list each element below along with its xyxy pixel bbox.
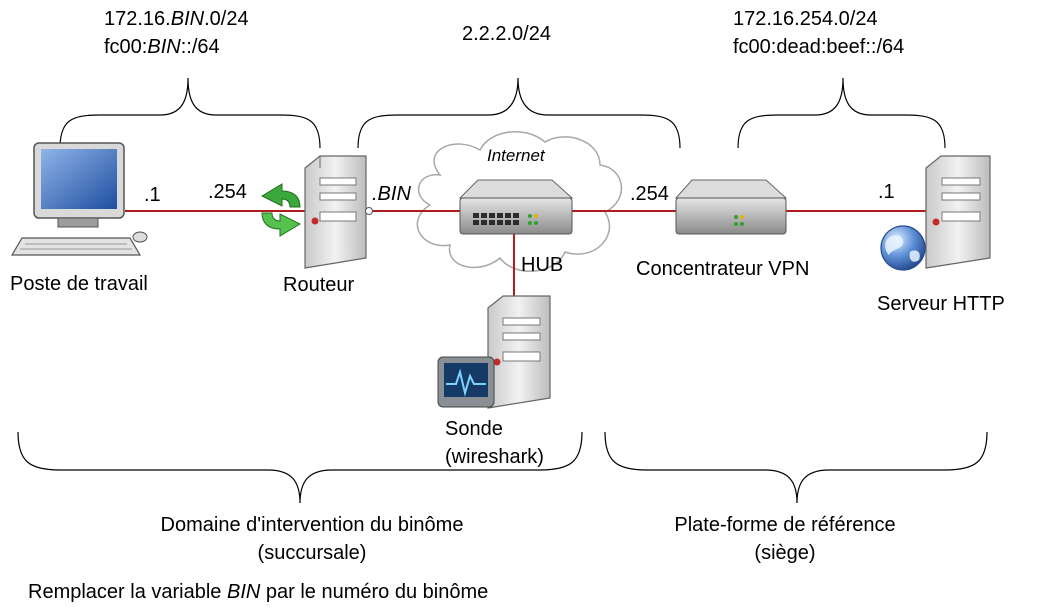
vpn-address: .254 [630, 183, 669, 205]
left-domain-title: Domaine d'intervention du binôme [160, 514, 464, 536]
right-subnet-ipv4: 172.16.254.0/24 [733, 8, 878, 30]
right-domain-subtitle: (siège) [754, 542, 816, 564]
server-address: .1 [878, 181, 895, 203]
probe-server-icon [487, 295, 551, 409]
workstation-label: Poste de travail [10, 273, 148, 295]
subnet-braces [17, 77, 988, 504]
workstation-icon [10, 142, 148, 256]
vpn-concentrator-icon [674, 179, 788, 235]
brace-right-subnet [737, 77, 946, 149]
middle-subnet-ipv4: 2.2.2.0/24 [462, 23, 551, 45]
vpn-label: Concentrateur VPN [636, 258, 810, 280]
router-outer-address: .BIN [372, 183, 411, 205]
monitor-waveform-icon [437, 356, 495, 408]
probe-label: Sonde [445, 418, 503, 440]
brace-left-subnet [59, 77, 321, 149]
globe-icon [880, 225, 926, 271]
hub-icon [458, 179, 574, 235]
server-label: Serveur HTTP [877, 293, 1005, 315]
left-subnet-ipv4: 172.16.BIN.0/24 [104, 8, 249, 30]
right-subnet-ipv6: fc00:dead:beef::/64 [733, 36, 905, 58]
workstation-address: .1 [144, 184, 161, 206]
internet-label: Internet [487, 146, 545, 165]
brace-left-domain [17, 431, 583, 504]
probe-sublabel: (wireshark) [445, 446, 544, 468]
network-links [125, 210, 928, 296]
routing-arrows-icon [260, 183, 302, 237]
right-domain-title: Plate-forme de référence [674, 514, 896, 536]
router-server-icon [304, 155, 373, 269]
router-label: Routeur [283, 274, 355, 296]
brace-middle-subnet [357, 77, 681, 149]
router-inner-address: .254 [208, 181, 247, 203]
left-domain-subtitle: (succursale) [257, 542, 367, 564]
hub-label: HUB [521, 254, 564, 276]
brace-right-domain [604, 431, 988, 504]
instruction-note: Remplacer la variable BIN par le numéro … [28, 581, 489, 603]
http-server-icon [925, 155, 991, 269]
left-subnet-ipv6: fc00:BIN::/64 [104, 36, 220, 58]
